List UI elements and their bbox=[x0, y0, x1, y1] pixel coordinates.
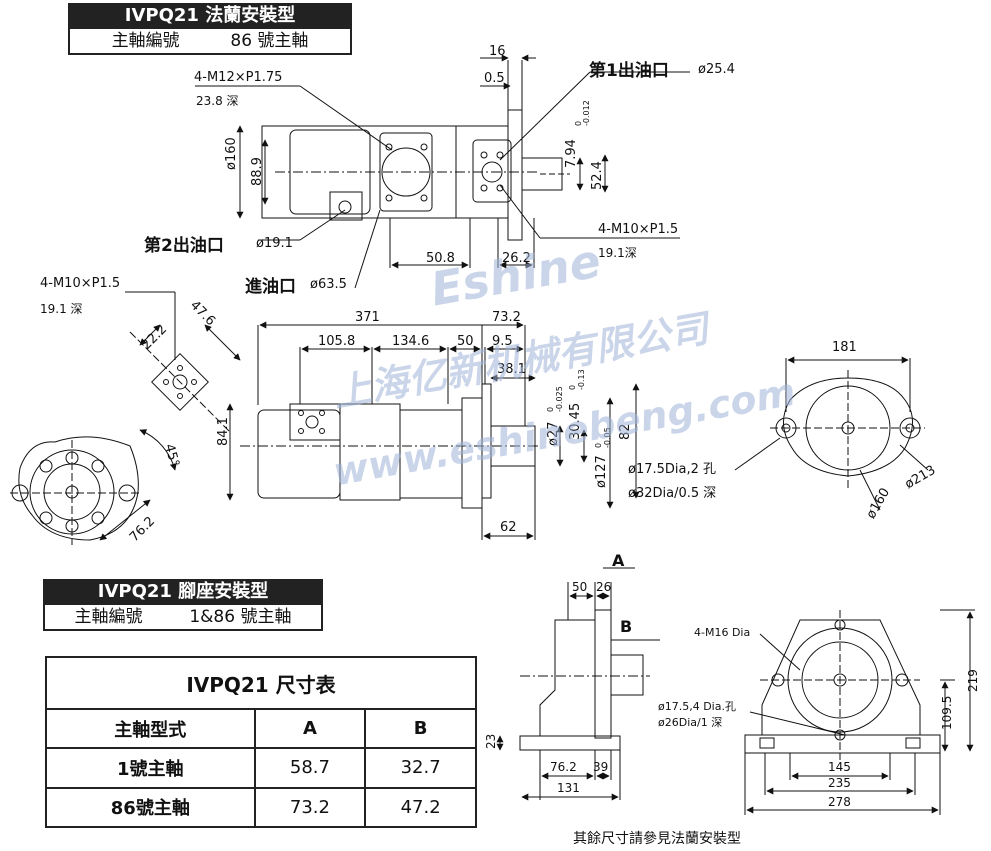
outlet1-dia: ø25.4 bbox=[698, 62, 735, 77]
foot-dim-235: 235 bbox=[828, 776, 851, 790]
inlet-dia: ø63.5 bbox=[310, 277, 347, 292]
dim-52-4: 52.4 bbox=[590, 161, 605, 190]
foot-dim-145: 145 bbox=[828, 760, 851, 774]
depth-238-label: 23.8 深 bbox=[196, 94, 239, 108]
m16-label: 4-M16 Dia bbox=[694, 626, 751, 639]
foot-spindle-label: 主軸編號 bbox=[74, 607, 143, 627]
side-view bbox=[240, 383, 540, 509]
hole-1-label: ø17.5Dia,2 孔 bbox=[628, 462, 717, 477]
dim-9-5: 9.5 bbox=[492, 334, 513, 349]
dim-50: 50 bbox=[457, 334, 474, 349]
dim-50-8: 50.8 bbox=[426, 251, 455, 266]
flange-header: IVPQ21 法蘭安裝型 主軸編號 86 號主軸 bbox=[68, 3, 352, 55]
dim-62: 62 bbox=[500, 520, 517, 535]
dimension-table: IVPQ21 尺寸表 主軸型式 A B 1號主軸 58.7 32.7 86號主軸… bbox=[45, 656, 477, 829]
dim-160: ø160 bbox=[224, 137, 239, 170]
front-view-right bbox=[770, 370, 925, 490]
flange-spindle-label: 主軸編號 bbox=[111, 31, 180, 51]
dim-127: ø127 bbox=[594, 455, 609, 488]
outlet2-label: 第2出油口 bbox=[144, 236, 224, 256]
table-row: 1號主軸 58.7 32.7 bbox=[45, 747, 477, 789]
dim-0-5: 0.5 bbox=[484, 71, 505, 86]
foot-dim-131: 131 bbox=[557, 781, 580, 795]
dim-7-94: 7.94 bbox=[564, 139, 579, 168]
foot-dim-109-5: 109.5 bbox=[940, 695, 954, 730]
dim-30-45-tol-up: 0 bbox=[568, 384, 577, 390]
table-cell: 73.2 bbox=[253, 786, 367, 829]
flange-spindle-value: 86 號主軸 bbox=[230, 31, 309, 51]
foot-header-title: IVPQ21 腳座安裝型 bbox=[43, 579, 323, 605]
foot-dim-76-2: 76.2 bbox=[550, 760, 577, 774]
table-cell: 47.2 bbox=[364, 786, 477, 829]
foot-header: IVPQ21 腳座安裝型 主軸編號 1&86 號主軸 bbox=[43, 579, 323, 631]
foot-dim-219: 219 bbox=[966, 669, 980, 692]
dim-26-2: 26.2 bbox=[502, 251, 531, 266]
foot-spindle-row: 主軸編號 1&86 號主軸 bbox=[43, 605, 323, 631]
foot-side-view bbox=[519, 609, 650, 751]
view-b-label: B bbox=[620, 617, 633, 636]
depth-191-label-b: 19.1深 bbox=[598, 246, 637, 260]
dim-27-tol-low: -0.025 bbox=[555, 386, 564, 412]
flange-spindle-row: 主軸編號 86 號主軸 bbox=[68, 29, 352, 55]
outlet2-dia: ø19.1 bbox=[256, 236, 293, 251]
foot-dim-26: 26 bbox=[596, 580, 612, 594]
thread-m12-label: 4-M12×P1.75 bbox=[194, 70, 283, 85]
table-cell: 58.7 bbox=[253, 747, 367, 789]
dim-134-6: 134.6 bbox=[392, 334, 430, 349]
hole-3-label: ø17.5,4 Dia.孔 bbox=[658, 700, 736, 713]
table-cell: 32.7 bbox=[364, 747, 477, 789]
dim-38-1: 38.1 bbox=[497, 362, 526, 377]
table-header: B bbox=[364, 707, 477, 750]
foot-spindle-value: 1&86 號主軸 bbox=[189, 607, 292, 627]
depth-191-label-a: 19.1 深 bbox=[40, 302, 83, 316]
inlet-label: 進油口 bbox=[245, 277, 296, 297]
foot-dim-39: 39 bbox=[593, 760, 609, 774]
flange-header-title: IVPQ21 法蘭安裝型 bbox=[68, 3, 352, 29]
dim-16: 16 bbox=[489, 44, 506, 59]
table-cell: 1號主軸 bbox=[45, 747, 256, 789]
table-header: 主軸型式 bbox=[45, 707, 256, 750]
port-flange-view bbox=[129, 331, 231, 433]
hole-4-label: ø26Dia/1 深 bbox=[658, 716, 723, 729]
front-view-left bbox=[10, 436, 140, 545]
dim-7-94-tol-low: -0.012 bbox=[582, 100, 591, 126]
table-row: 86號主軸 73.2 47.2 bbox=[45, 786, 477, 829]
dimension-table-title: IVPQ21 尺寸表 bbox=[45, 656, 477, 710]
outlet1-label: 第1出油口 bbox=[589, 61, 669, 81]
foot-dim-278: 278 bbox=[828, 795, 851, 809]
dim-73-2: 73.2 bbox=[492, 310, 521, 325]
table-cell: 86號主軸 bbox=[45, 786, 256, 829]
foot-dim-23: 23 bbox=[484, 733, 498, 749]
view-a-label: A bbox=[612, 551, 625, 570]
top-view bbox=[261, 109, 570, 241]
table-header: A bbox=[253, 707, 367, 750]
foot-dim-50: 50 bbox=[572, 580, 588, 594]
dim-105-8: 105.8 bbox=[318, 334, 356, 349]
dim-88-9: 88.9 bbox=[250, 157, 265, 186]
thread-m10-label-b: 4-M10×P1.5 bbox=[598, 222, 679, 237]
dim-84-1: 84.1 bbox=[216, 417, 231, 446]
foot-front-view bbox=[744, 610, 941, 760]
hole-2-label: ø32Dia/0.5 深 bbox=[628, 486, 717, 501]
footnote: 其餘尺寸請參見法蘭安裝型 bbox=[573, 831, 741, 847]
dim-181: 181 bbox=[832, 340, 857, 355]
thread-m10-label-a: 4-M10×P1.5 bbox=[40, 276, 121, 291]
dim-371: 371 bbox=[355, 310, 380, 325]
